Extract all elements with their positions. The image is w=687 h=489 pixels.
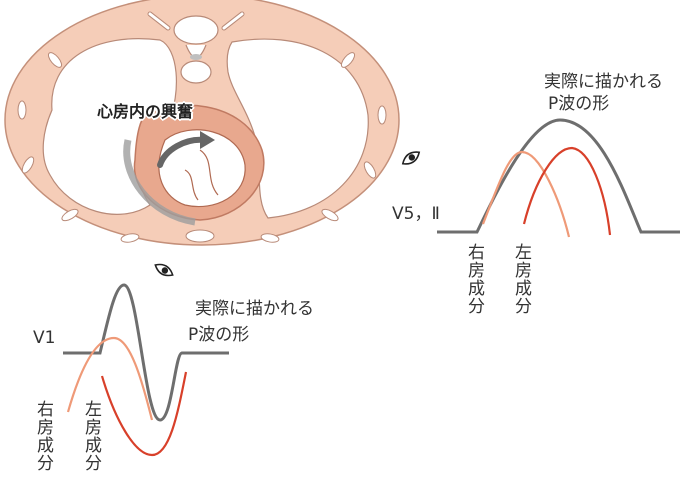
v1-right-component-label: 右房成分 [32,400,53,472]
v5-waveform [437,120,680,237]
heart-excitation-label: 心房内の興奮 [97,98,193,122]
eye-icon [400,149,422,168]
v5-lead-label: V5，Ⅱ [392,204,440,224]
v1-left-component-label: 左房成分 [80,400,101,472]
eye-icon [153,261,175,279]
v5-total-wave [437,120,680,232]
v5-left-component-label: 左房成分 [510,243,531,315]
v1-lead-label: V1 [33,328,55,348]
v1-title-line1: 実際に描かれる [195,299,314,319]
sternum [186,230,214,242]
v1-title-line2: P波の形 [188,325,249,345]
chest-cross-section [5,0,399,245]
v5-title-line1: 実際に描かれる [544,72,663,92]
v5-title-line2: P波の形 [548,94,609,114]
v5-right-component-label: 右房成分 [463,243,484,315]
